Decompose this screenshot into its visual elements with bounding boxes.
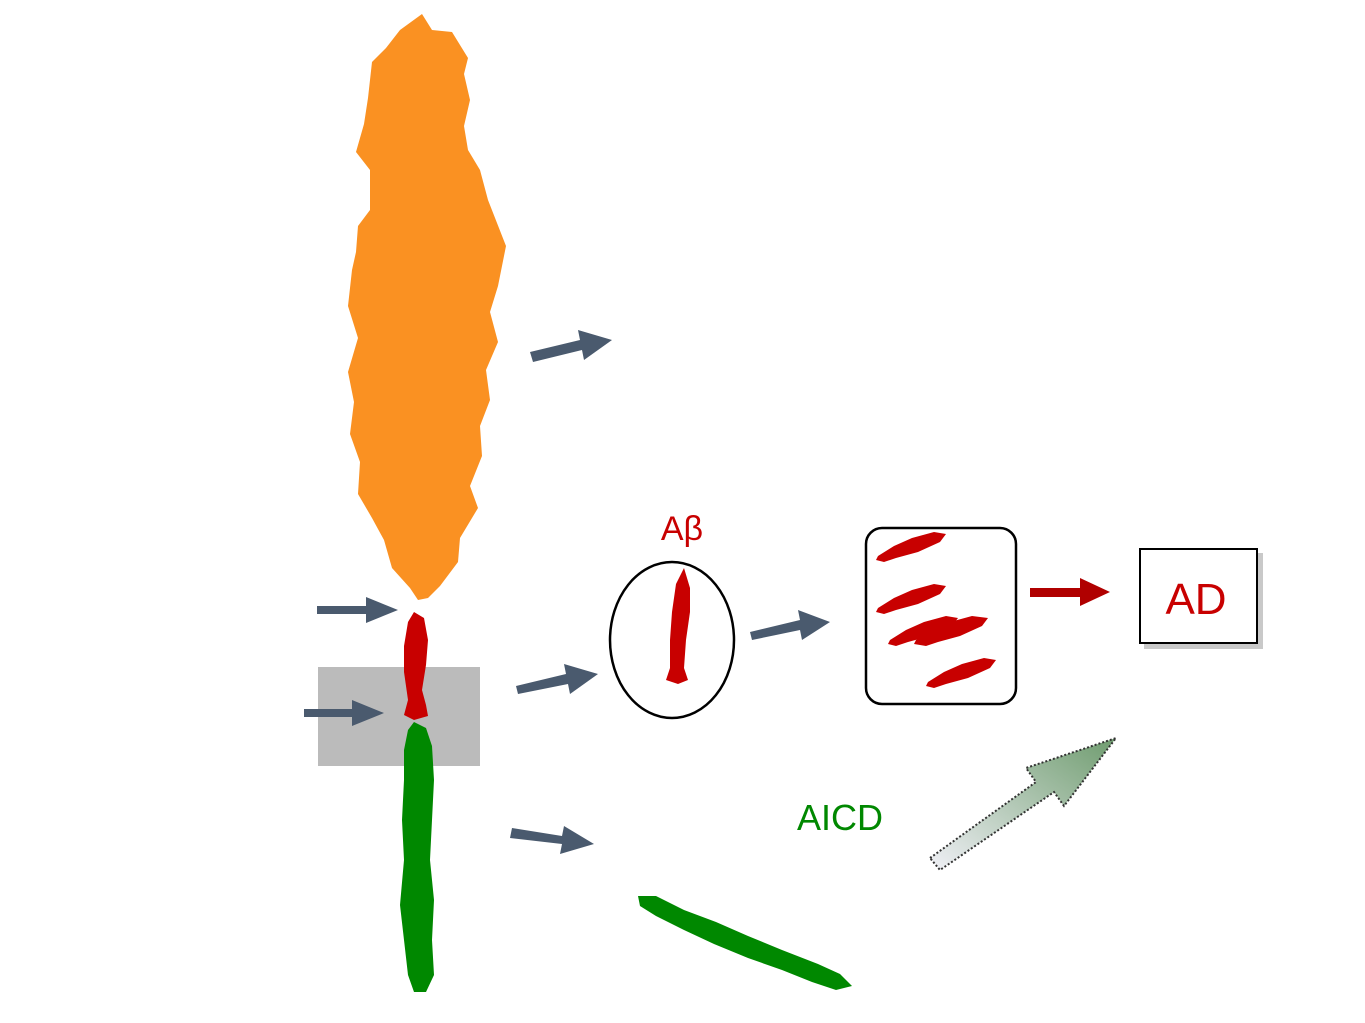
aicd-label: AICD <box>797 797 883 838</box>
beta-secretase-arrow <box>317 597 398 623</box>
aggregate-to-ad-arrow <box>1030 578 1110 606</box>
ad-box <box>1139 548 1258 644</box>
ectodomain-release-arrow <box>530 330 612 362</box>
abeta-aggregate-peptide <box>914 616 988 646</box>
aicd-fragment-shape <box>638 896 852 990</box>
abeta-aggregate-box <box>864 526 1018 706</box>
abeta-aggregate-peptide <box>926 658 996 688</box>
abeta-domain-shape <box>404 612 428 720</box>
abeta-aggregates <box>876 532 996 688</box>
process-arrows <box>304 330 830 854</box>
abeta-ellipse <box>608 560 736 720</box>
aicd-domain-shape <box>400 722 434 992</box>
aicd-release-arrow <box>510 826 594 854</box>
gamma-secretase-arrow <box>304 700 384 726</box>
aicd-to-ad-dotted-arrow <box>928 736 1119 872</box>
abeta-aggregate-peptide <box>876 532 946 562</box>
abeta-aggregation-arrow <box>750 610 830 640</box>
abeta-aggregate-peptide <box>888 616 958 646</box>
abeta-peptide-shape <box>666 568 690 684</box>
abeta-release-arrow <box>516 664 598 694</box>
ad-label: AD <box>1165 575 1226 624</box>
abeta-label: Aβ <box>661 510 703 548</box>
abeta-aggregate-peptide <box>876 584 946 614</box>
app-ectodomain-shape <box>348 14 506 600</box>
